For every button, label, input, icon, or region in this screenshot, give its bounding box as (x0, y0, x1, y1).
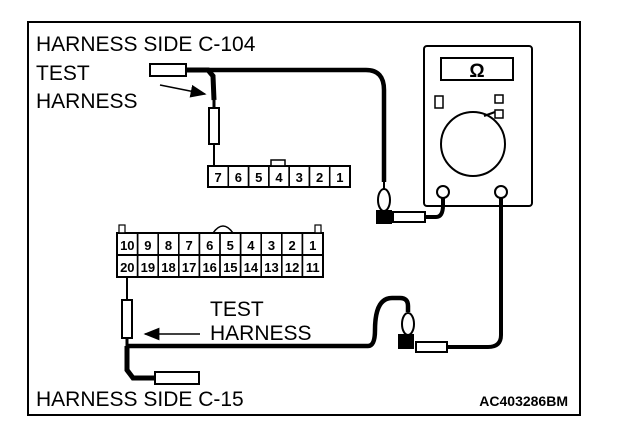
test-harness-top-probe (208, 107, 220, 145)
connector-c15-row2-pin-label: 15 (223, 260, 237, 275)
test-harness-bottom-label-line1: TEST (210, 298, 264, 321)
connector-c15-latch (212, 225, 234, 234)
connector-c104-pin-label: 4 (275, 170, 283, 185)
connector-c15-row2-pin-label: 18 (161, 260, 175, 275)
wire-top (208, 67, 387, 182)
test-harness-bottom (121, 277, 411, 385)
connector-c104-label: HARNESS SIDE C-104 (36, 33, 256, 56)
connector-c15-row2-pin-label: 20 (120, 260, 134, 275)
connector-c15-row1-pin-label: 10 (120, 238, 134, 253)
connector-c15-lock-left (118, 224, 126, 234)
connector-c15-row1-pin-label: 9 (144, 238, 151, 253)
test-harness-top (149, 63, 387, 182)
connector-c15-row2-pin-label: 16 (202, 260, 216, 275)
connector-c15-row2-pin-label: 12 (285, 260, 299, 275)
wire-bottom-plug (124, 346, 155, 381)
test-harness-top-label-line1: TEST (36, 62, 90, 85)
connector-c104-pin-label: 5 (255, 170, 262, 185)
wire-meter-left (425, 198, 445, 219)
meter-switch-right-top (494, 94, 504, 104)
connector-c104-latch (270, 159, 286, 167)
connector-c15-row1-pin-label: 3 (268, 238, 275, 253)
meter-probe-bottom-handle (415, 341, 448, 353)
connector-c104-pin-label: 6 (235, 170, 242, 185)
test-harness-bottom-label-line2: HARNESS (210, 322, 312, 345)
meter-probe-top-handle (392, 211, 426, 223)
connector-c15-row1-pin-label: 6 (206, 238, 213, 253)
meter-probe-bottom (398, 198, 503, 353)
connector-c15-row1-pin-label: 4 (247, 238, 255, 253)
multimeter-display (440, 57, 514, 81)
connector-c15-row1-pin-label: 2 (288, 238, 295, 253)
connector-c104-cell (328, 165, 351, 188)
figure-code: AC403286BM (479, 393, 568, 409)
test-harness-bottom-probe (121, 299, 133, 339)
test-harness-top-plug (149, 63, 187, 77)
connector-c15-row1-pin-label: 8 (165, 238, 172, 253)
connector-c15-row1-pin-label: 7 (185, 238, 192, 253)
connector-c15-row2-pin-label: 14 (244, 260, 259, 275)
connector-c15-row2-cell (301, 254, 324, 278)
connector-c104-pin-label: 2 (316, 170, 323, 185)
meter-terminal-right (494, 185, 508, 199)
connector-c104-pin-label: 3 (296, 170, 303, 185)
connector-c15-row1-pin-label: 1 (309, 238, 316, 253)
meter-switch-right-bottom (494, 109, 504, 119)
connector-c15-lock-right (314, 224, 322, 234)
connector-c104-pin-label: 7 (215, 170, 222, 185)
wire-meter-right (447, 198, 503, 349)
figure-frame (27, 21, 581, 416)
meter-dial (440, 111, 506, 177)
meter-terminal-left (436, 185, 450, 199)
connector-c15-row2-pin-label: 17 (182, 260, 196, 275)
multimeter: Ω (423, 45, 533, 207)
connector-c15-row2-pin-label: 11 (306, 260, 320, 275)
test-harness-top-arrow (159, 84, 207, 98)
connector-c15-row2-pin-label: 19 (141, 260, 155, 275)
connector-c104-pin-label: 1 (336, 170, 343, 185)
connector-c15-label: HARNESS SIDE C-15 (36, 388, 244, 411)
meter-switch-left (434, 95, 444, 109)
ohm-symbol: Ω (469, 61, 484, 82)
wire-bottom (127, 295, 411, 349)
meter-probe-top (376, 182, 445, 224)
test-harness-top-label-line2: HARNESS (36, 90, 138, 113)
meter-dial-pointer (483, 111, 496, 117)
connector-c15-row1-pin-label: 5 (227, 238, 234, 253)
connector-c15-row2-pin-label: 13 (264, 260, 278, 275)
test-harness-bottom-plug (154, 371, 200, 385)
